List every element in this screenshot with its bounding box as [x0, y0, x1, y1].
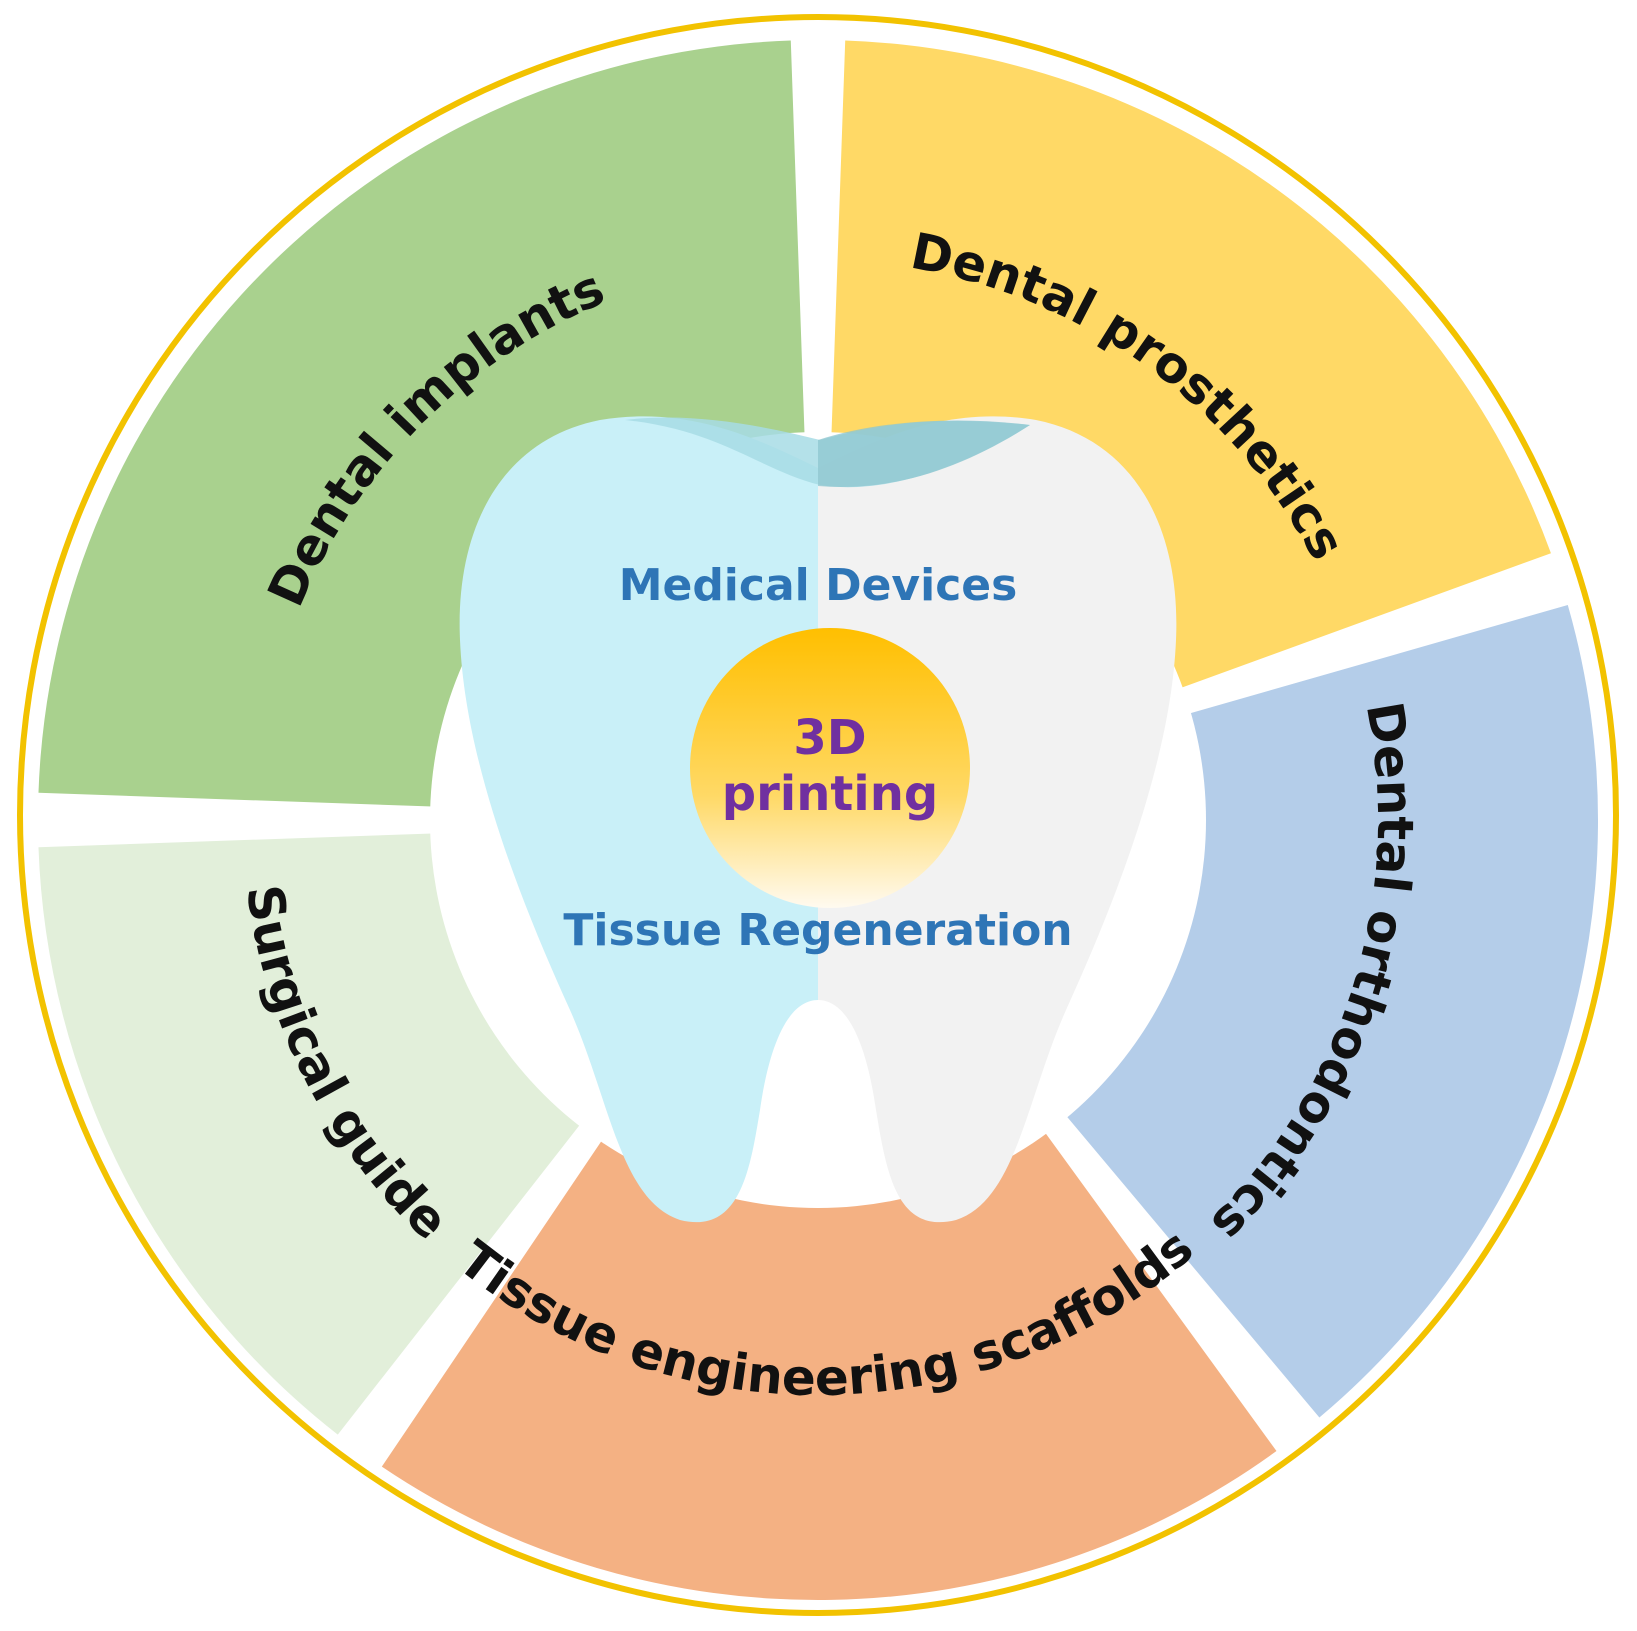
hub-line-1: 3D — [793, 710, 866, 766]
segment-dental-implants — [38, 40, 806, 808]
tooth-top-label: Medical Devices — [619, 560, 1018, 611]
tooth-bottom-label: Tissue Regeneration — [563, 905, 1072, 956]
segment-tissue-engineering-scaffolds — [381, 1111, 1277, 1600]
hub-line-2: printing — [722, 766, 939, 822]
tooth-crown-wave-right — [818, 420, 1030, 487]
tooth-right-half — [818, 416, 1177, 1223]
segment-dental-prosthetics — [830, 40, 1551, 697]
tooth-left-half — [459, 416, 818, 1223]
segment-surgical-guide — [38, 832, 597, 1435]
hub-circle — [690, 628, 970, 908]
tooth-shape — [459, 416, 1177, 1223]
